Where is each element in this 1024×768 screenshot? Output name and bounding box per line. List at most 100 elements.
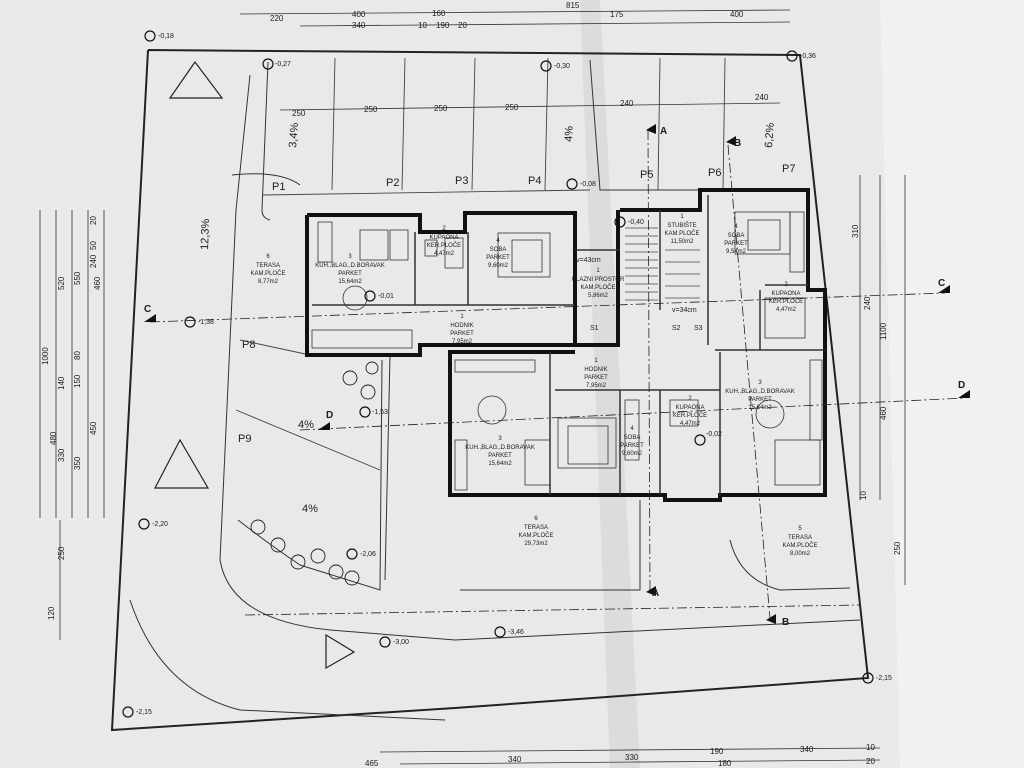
parking-label: P5 — [640, 169, 653, 181]
dim-left: 450 — [89, 421, 98, 435]
dim-top: 175 — [610, 10, 624, 19]
dim-bottom: 330 — [625, 753, 639, 762]
dim-left: 80 — [73, 351, 82, 360]
room-area: 11,50m2 — [671, 239, 695, 245]
level-text: -2,15 — [876, 675, 892, 682]
dim-stall: 240 — [755, 93, 769, 102]
dim-top: 340 — [352, 21, 366, 30]
room-number: 1 — [594, 358, 598, 364]
bottom-dimension-texts: 465 340 330 190 340 180 10 20 — [365, 743, 875, 768]
parking-label: P2 — [386, 177, 399, 189]
parking-labels: P1 P2 P3 P4 P5 P6 P7 P8 P9 — [238, 163, 795, 445]
room-label: 4 SOBA PARKET 9,60m2 — [620, 426, 644, 457]
room-name: HODNIK — [584, 367, 607, 373]
dim-left: 150 — [73, 374, 82, 388]
room-floor: KAM.PLOČE — [664, 230, 699, 237]
section-letter: D — [326, 410, 333, 421]
room-area: 9,60m2 — [622, 451, 643, 457]
direction-triangles — [154, 60, 356, 670]
level-text: -2,20 — [152, 521, 168, 528]
room-label: 3 KUH.,BLAG.,D.BORAVAK PARKET 15,64m2 — [315, 254, 384, 285]
dim-top: 10 — [418, 21, 427, 30]
level-text: -2,15 — [136, 709, 152, 716]
room-number: 5 — [798, 526, 802, 532]
room-area: 7,95m2 — [586, 383, 607, 389]
room-name: KUH.,BLAG.,D.BORAVAK — [465, 445, 534, 451]
dim-left: 1000 — [41, 347, 50, 365]
room-floor: PARKET — [584, 375, 608, 381]
dim-top: 400 — [352, 10, 366, 19]
room-number: 1 — [680, 214, 684, 220]
room-name: KUPAONA — [772, 291, 801, 297]
room-label: 5 TERASA KAM.PLOČE 8,00m2 — [782, 526, 817, 557]
right-dimension-texts: 310 240 1100 460 250 10 — [851, 224, 902, 555]
dim-stall: 250 — [434, 104, 448, 113]
room-area: 15,64m2 — [488, 461, 512, 467]
dim-left: 330 — [57, 448, 66, 462]
room-floor: KAM.PLOČE — [782, 542, 817, 549]
left-dimension-texts: 1000 520 550 240 460 80 140 150 350 480 … — [41, 216, 102, 620]
section-letter: C — [938, 278, 945, 289]
section-letter: D — [958, 380, 965, 391]
room-name: TERASA — [524, 525, 548, 531]
level-text: -1,38 — [198, 319, 214, 326]
section-letter: B — [734, 138, 741, 149]
room-floor: KER.PLOČE — [769, 298, 803, 305]
room-floor: KAM.PLOČE — [250, 270, 285, 277]
level-text: -0,08 — [580, 181, 596, 188]
dim-left: 480 — [49, 431, 58, 445]
dim-bottom: 180 — [718, 759, 732, 768]
dim-bottom: 340 — [508, 755, 522, 764]
room-floor: PARKET — [748, 397, 772, 403]
staircase — [625, 227, 700, 301]
dim-right: 240 — [863, 296, 872, 310]
room-label: 6 TERASA KAM.PLOČE 29,73m2 — [518, 516, 553, 547]
room-area: 15,64m2 — [338, 279, 362, 285]
stair-mark-texts: v=43cm v=34cm S1 S2 S3 — [576, 257, 703, 332]
room-label: 3 KUH.,BLAG.,D.BORAVAK PARKET 15,64m2 — [465, 436, 534, 467]
dim-left: 520 — [57, 276, 66, 290]
room-number: 4 — [630, 426, 634, 432]
room-label: 6 TERASA KAM.PLOČE 8,77m2 — [250, 254, 285, 285]
room-name: STUBIŠTE — [667, 222, 696, 229]
room-number: 6 — [534, 516, 538, 522]
dim-bottom: 465 — [365, 759, 379, 768]
dim-right: 1100 — [879, 322, 888, 340]
dim-top: 160 — [432, 9, 446, 18]
stair-mark: S3 — [694, 325, 703, 332]
plot-boundary — [110, 49, 870, 732]
dim-stall: 240 — [620, 99, 634, 108]
room-label: 4 SOBA PARKET 9,54m2 — [724, 224, 748, 255]
room-name: SOBA — [490, 247, 507, 253]
dim-left: 120 — [47, 606, 56, 620]
dim-stall: 250 — [505, 103, 519, 112]
room-number: 1 — [596, 268, 600, 274]
stair-mark: S1 — [590, 325, 599, 332]
room-floor: PARKET — [450, 331, 474, 337]
room-floor: KAM.PLOČE — [580, 284, 615, 291]
room-name: SOBA — [624, 435, 641, 441]
room-area: 7,95m2 — [452, 339, 473, 345]
level-text: -0,36 — [800, 53, 816, 60]
level-text: -1,53 — [372, 409, 388, 416]
dim-bottom: 190 — [710, 747, 724, 756]
paper-edge-right — [880, 0, 1024, 768]
room-area: 4,47m2 — [434, 251, 455, 257]
room-name: ULAZNI PROSTOR — [572, 277, 625, 283]
room-label: 1 STUBIŠTE KAM.PLOČE 11,50m2 — [664, 214, 699, 245]
dim-left: 20 — [89, 216, 98, 225]
slope-text: 4% — [563, 126, 576, 143]
dim-left: 250 — [57, 546, 66, 560]
room-label: 2 KUPAONA KER.PLOČE 4,47m2 — [673, 396, 707, 427]
level-text: -0,40 — [628, 219, 644, 226]
room-area: 8,77m2 — [258, 279, 279, 285]
room-area: 9,54m2 — [726, 249, 747, 255]
parking-label: P1 — [272, 181, 285, 193]
slope-text: 4% — [302, 503, 318, 515]
top-dimension-texts: 220 400 160 815 340 10 190 20 175 400 — [270, 1, 744, 30]
dim-top: 400 — [730, 10, 744, 19]
level-markers — [122, 30, 874, 718]
interior-walls — [312, 195, 825, 495]
